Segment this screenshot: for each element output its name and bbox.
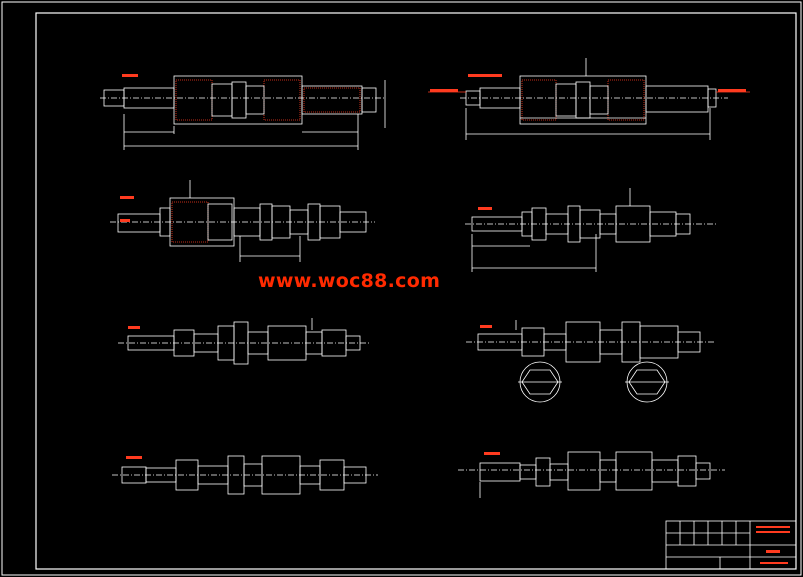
watermark-text: www.woc88.com [258,270,441,292]
sheet-inner-border [35,12,797,570]
assembly-step-6 [466,320,715,403]
red-callouts [120,74,746,459]
assembly-step-4 [465,188,718,272]
assembly-step-1: ~~~ [100,73,386,150]
assembly-step-5 [118,318,370,365]
assembly-step-8 [458,451,725,498]
title-block-text [756,526,790,564]
assembly-step-2 [428,58,750,140]
assembly-step-3 [110,180,375,262]
assembly-step-7 [112,455,378,495]
title-block [665,520,797,570]
